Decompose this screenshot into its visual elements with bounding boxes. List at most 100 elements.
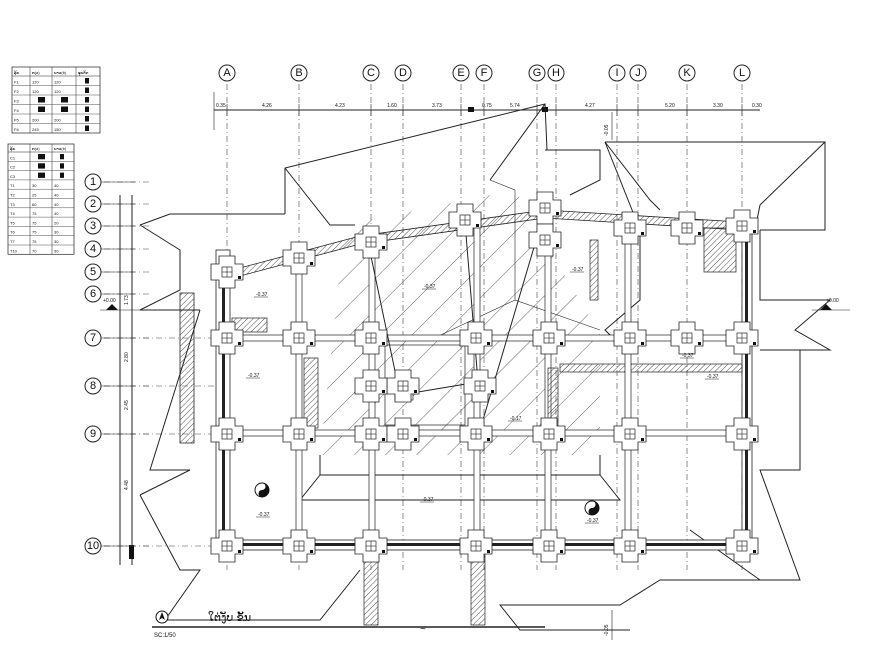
schedule-cell: 150 [54, 127, 61, 132]
schedule-cell: T3 [10, 202, 15, 207]
svg-text:C: C [367, 67, 375, 79]
grid-bubble-9: 9 [84, 425, 102, 443]
grid-bubble-4: 4 [84, 240, 102, 258]
level-left-text: +0.00 [103, 298, 116, 304]
schedule-cell: F5 [14, 118, 19, 123]
svg-text:F: F [481, 67, 488, 79]
room-level-text: -0.17 [510, 416, 522, 422]
room-level-text: -0.37 [248, 373, 260, 379]
grid-bubble-1: 1 [84, 173, 102, 191]
schedule-cell: 40 [54, 211, 59, 216]
column-footing [613, 211, 647, 245]
schedule-cell: 120 [32, 89, 39, 94]
grid-bubble-g: G [528, 64, 546, 82]
grid-bubble-7: 7 [84, 329, 102, 347]
schedule-cell: 75 [32, 230, 37, 235]
grid-bubble-h: H [547, 64, 565, 82]
grid-bubble-5: 5 [84, 263, 102, 281]
column-footing [282, 529, 316, 563]
grid-bubble-l: L [733, 64, 751, 82]
schedule-cell: T7 [10, 239, 15, 244]
column-footing [386, 417, 420, 451]
column-footing [532, 529, 566, 563]
drawing-title: ໃຕ່ງັບ ຂັ້ນ [208, 610, 251, 624]
schedule-cell: F6 [14, 127, 19, 132]
schedule-cell: T1 [10, 183, 15, 188]
schedule-cell: T6 [10, 230, 15, 235]
column-footing [459, 321, 493, 355]
room-level-text: -0.37 [422, 497, 434, 503]
room-level-texts: -0.37-0.37-0.37-0.37-0.37-0.37-0.17-0.37… [246, 267, 719, 524]
column-footing [725, 529, 759, 563]
schedule-cell: T2 [10, 193, 15, 198]
column-footing [725, 209, 759, 243]
level-bottom-text: -0.05 [604, 624, 610, 636]
schedule-cell: 75 [32, 211, 37, 216]
level-marker-bottom: -0.05 [604, 610, 613, 640]
column-footing [459, 417, 493, 451]
svg-text:~: ~ [420, 624, 426, 635]
left-dimension-line [119, 195, 134, 565]
schedule-cell: F3 [14, 99, 19, 104]
grid-bubble-10: 10 [84, 537, 102, 555]
grid-bubble-i: I [608, 64, 626, 82]
svg-text:J: J [635, 67, 641, 79]
schedule-cell: 20 [54, 220, 59, 225]
column-footing [354, 321, 388, 355]
yin-yang-icon [254, 482, 270, 498]
schedule-cell: F1 [14, 80, 19, 85]
grid-bubble-f: F [475, 64, 493, 82]
top-dimension-value: 4.26 [262, 103, 272, 109]
schedule-cell: 200 [54, 118, 61, 123]
svg-text:6: 6 [90, 288, 96, 300]
schedule-cell: 60 [32, 202, 37, 207]
column-footing [532, 321, 566, 355]
schedule-header: ຮູບຕັດ [78, 68, 89, 76]
grid-bubble-b: B [290, 64, 308, 82]
top-dimension-value: 4.27 [585, 103, 595, 109]
left-dimension-texts: 1.732.802.454.48 [124, 295, 130, 490]
column-footing [463, 369, 497, 403]
schedule-cell: T5 [10, 220, 15, 225]
schedule-cell: 75 [32, 239, 37, 244]
grid-bubble-j: J [629, 64, 647, 82]
column-footing [725, 321, 759, 355]
grid-bubble-d: D [394, 64, 412, 82]
schedule-cell: 25 [32, 193, 37, 198]
schedule-header: ຍາວ(b) [54, 70, 67, 75]
top-dimension-value: 5.20 [665, 103, 675, 109]
top-dimension-line [213, 92, 760, 130]
svg-text:L: L [739, 67, 745, 79]
column-footing [459, 529, 493, 563]
schedule-cell: F2 [14, 89, 19, 94]
top-dimension-value: 3.30 [713, 103, 723, 109]
svg-text:3: 3 [90, 220, 96, 232]
level-top-text: -0.05 [604, 124, 610, 136]
column-footings [210, 191, 759, 563]
svg-text:10: 10 [87, 540, 99, 552]
schedule-cell: 40 [54, 202, 59, 207]
svg-text:4: 4 [90, 243, 96, 255]
level-right-text: +0.00 [826, 298, 839, 304]
svg-text:9: 9 [90, 428, 96, 440]
svg-text:B: B [295, 67, 302, 79]
schedule-cell: 245 [32, 127, 39, 132]
level-marker-top: -0.05 [604, 112, 613, 140]
column-footing [725, 417, 759, 451]
grid-bubble-6: 6 [84, 285, 102, 303]
schedule-cell: 120 [54, 89, 61, 94]
top-dimension-value: 4.23 [335, 103, 345, 109]
schedule-header: ລຸ້ນ [10, 146, 16, 152]
top-dimension-value: 0.30 [752, 103, 762, 109]
schedule-cell: 120 [32, 80, 39, 85]
svg-text:5: 5 [90, 266, 96, 278]
column-footing [354, 369, 388, 403]
drawing-scale: SC:1/50 [154, 633, 176, 639]
schedule-cell: 120 [54, 80, 61, 85]
schedule-cell: 70 [32, 248, 37, 253]
north-arrow-icon [155, 610, 169, 624]
top-dimension-value: 3.73 [432, 103, 442, 109]
